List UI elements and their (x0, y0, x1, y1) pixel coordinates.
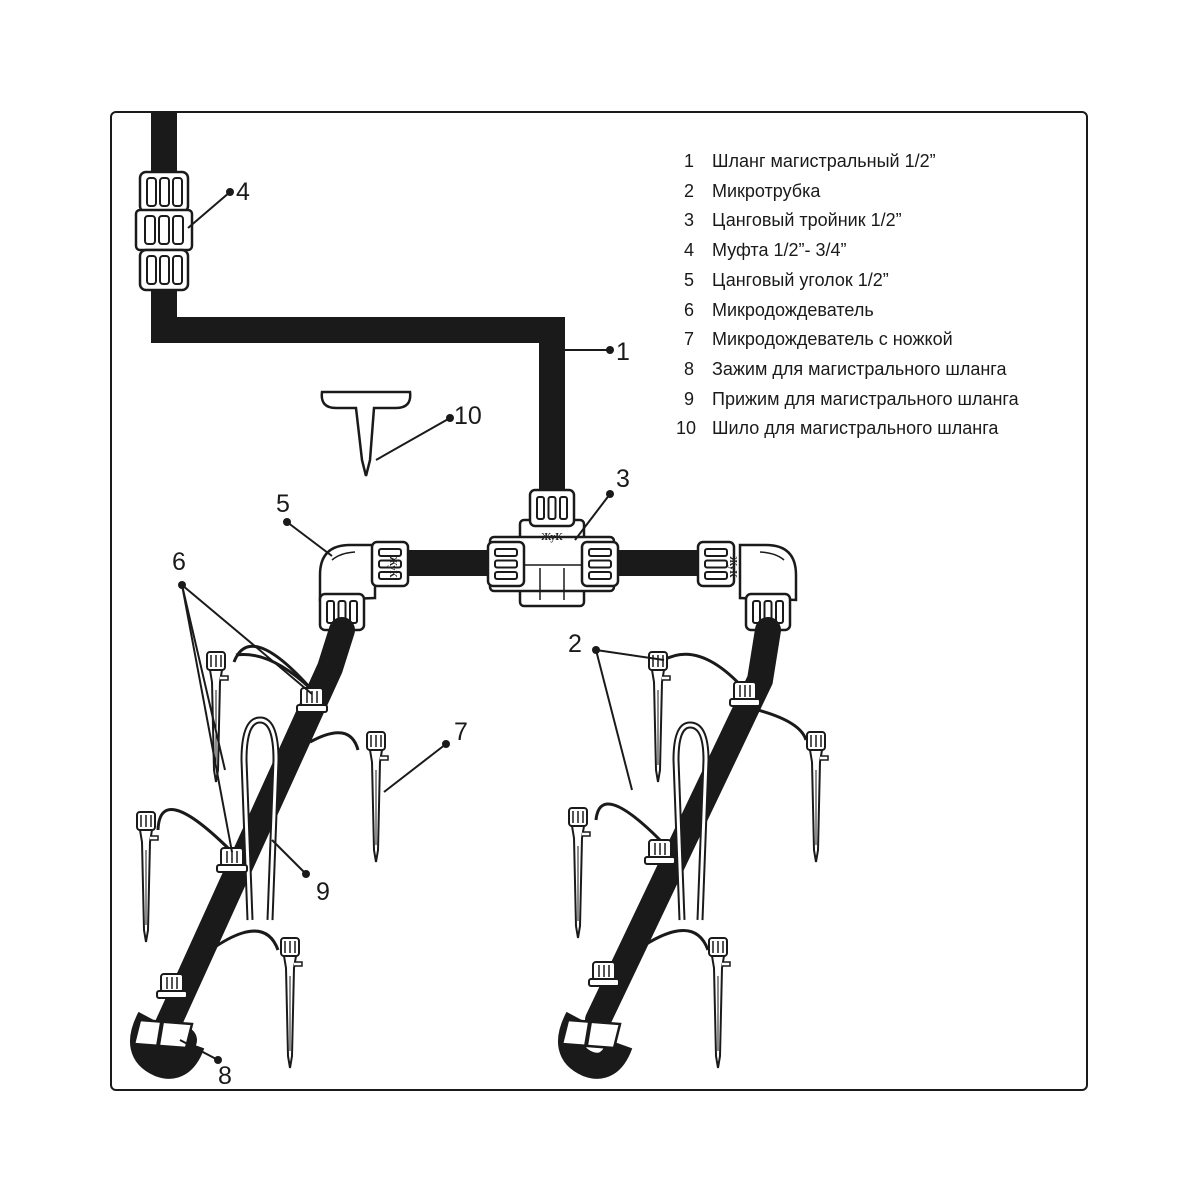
diagram-frame (110, 111, 1088, 1091)
legend-item: 10 Шило для магистрального шланга (676, 414, 1019, 444)
legend-item: 9 Прижим для магистрального шланга (676, 385, 1019, 415)
brand-mark-elbow-right: ЖуК (727, 556, 738, 578)
legend-item: 1 Шланг магистральный 1/2” (676, 147, 1019, 177)
brand-mark-elbow-left: ЖуК (387, 556, 398, 578)
callout-2: 2 (568, 630, 582, 658)
legend-text: Микродождеватель с ножкой (712, 329, 953, 350)
legend-text: Шило для магистрального шланга (712, 418, 999, 439)
legend-text: Муфта 1/2”- 3/4” (712, 240, 847, 261)
hold-down-pin-right (672, 721, 710, 921)
legend-number: 5 (684, 269, 695, 290)
legend-text: Цанговый тройник 1/2” (712, 210, 902, 231)
legend-item: 6 Микродождеватель (676, 296, 1019, 326)
callout-8: 8 (218, 1062, 232, 1090)
right-elbow-fitting: ЖуК (696, 540, 798, 632)
legend-text: Микродождеватель (712, 299, 874, 320)
parts-legend: 1 Шланг магистральный 1/2” 2 Микротрубка 3… (676, 147, 1019, 444)
hose-clamp-right (560, 1018, 622, 1050)
legend-number: 8 (684, 358, 695, 379)
awl-tool (320, 390, 412, 477)
legend-item: 2 Микротрубка (676, 177, 1019, 207)
legend-text: Прижим для магистрального шланга (712, 388, 1019, 409)
legend-number: 1 (684, 151, 695, 171)
legend-text: Шланг магистральный 1/2” (712, 151, 936, 171)
callout-3: 3 (616, 465, 630, 493)
legend-number: 2 (684, 180, 695, 201)
callout-10: 10 (454, 402, 482, 430)
hold-down-pin-left (240, 716, 280, 921)
tee-fitting: ЖуК (486, 488, 620, 608)
leader-dots (178, 188, 614, 1064)
legend-number: 9 (684, 388, 695, 409)
legend-number: 4 (684, 240, 695, 261)
callout-9: 9 (316, 878, 330, 906)
legend-item: 5 Цанговый уголок 1/2” (676, 266, 1019, 296)
callout-6: 6 (172, 548, 186, 576)
coupling-fitting (134, 170, 194, 292)
legend-text: Микротрубка (712, 180, 821, 201)
leader-lines (179, 191, 665, 1061)
legend-number: 6 (684, 299, 695, 320)
legend-text: Цанговый уголок 1/2” (712, 269, 889, 290)
legend-item: 7 Микродождеватель с ножкой (676, 325, 1019, 355)
legend-number: 7 (684, 329, 695, 350)
legend-item: 4 Муфта 1/2”- 3/4” (676, 236, 1019, 266)
callout-5: 5 (276, 490, 290, 518)
brand-mark-tee: ЖуК (541, 532, 563, 543)
main-hose (151, 112, 565, 495)
callout-1: 1 (616, 338, 630, 366)
callout-4: 4 (236, 178, 250, 206)
hose-clamp-left (132, 1018, 194, 1050)
left-elbow-fitting: ЖуК (318, 540, 410, 632)
legend-item: 3 Цанговый тройник 1/2” (676, 206, 1019, 236)
callout-7: 7 (454, 718, 468, 746)
legend-item: 8 Зажим для магистрального шланга (676, 355, 1019, 385)
legend-number: 3 (684, 210, 695, 231)
legend-number: 10 (676, 418, 697, 439)
legend-text: Зажим для магистрального шланга (712, 358, 1007, 379)
